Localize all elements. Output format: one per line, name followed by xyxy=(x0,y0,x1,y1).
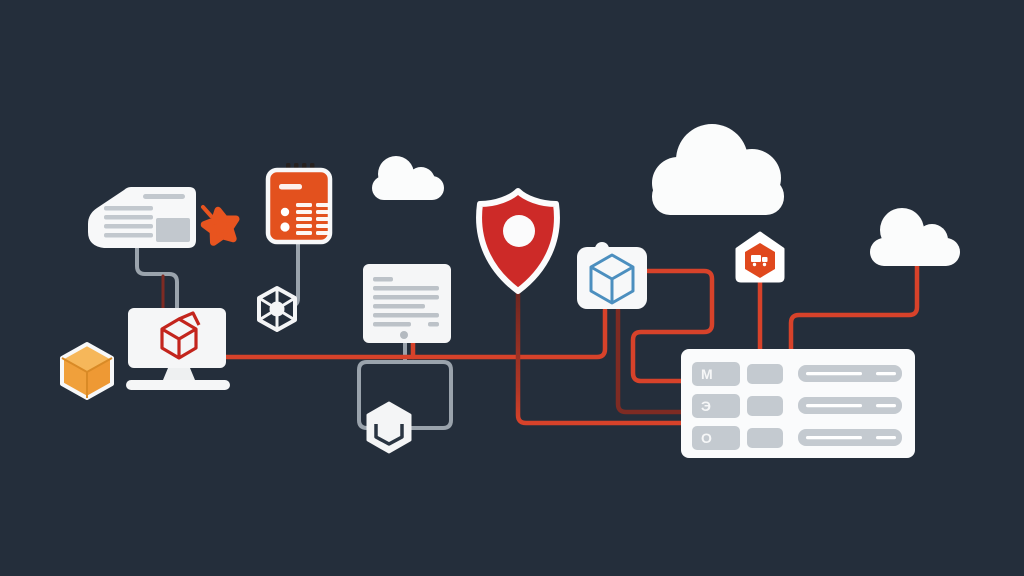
bullet-dot xyxy=(280,222,290,232)
connector-doccloud-monitor xyxy=(135,245,179,312)
spark-star-icon xyxy=(200,205,240,246)
monitor-neck xyxy=(163,368,195,380)
truck-glyph xyxy=(751,255,768,267)
text-line xyxy=(104,206,153,211)
cloud-small-left-icon xyxy=(372,156,444,200)
orange-cube-icon xyxy=(60,342,114,400)
blue-cube-icon xyxy=(589,253,635,305)
panel-row2-bar-dash-long xyxy=(806,404,862,408)
panel-row2-label: Э xyxy=(701,398,711,414)
delivery-badge-icon xyxy=(735,231,785,283)
document-cloud-icon xyxy=(88,187,196,248)
text-line xyxy=(104,224,153,229)
cloud-small-right-icon xyxy=(870,208,960,266)
text-lines xyxy=(373,277,439,327)
cloud-large-icon xyxy=(652,124,784,215)
connector-layer xyxy=(135,240,920,430)
package-cube-logo-icon xyxy=(160,311,201,360)
panel-row2-label-box xyxy=(692,394,740,418)
panel-row1-bar-dash-short xyxy=(876,372,896,376)
hub-node-icon xyxy=(257,286,297,332)
panel-row3-bar-dash-long xyxy=(806,436,862,440)
blue-cube-card xyxy=(577,242,647,309)
clipboard-chip-icon xyxy=(265,163,333,245)
connector-document-hexagon-loop xyxy=(357,360,453,430)
panel-row2-bar-dash-short xyxy=(876,404,896,408)
panel-row2-cell xyxy=(747,396,783,416)
server-panel: M Э O xyxy=(681,349,915,458)
panel-row1-label: M xyxy=(701,366,713,382)
connector-bluecube-panel-row1 xyxy=(630,268,715,384)
panel-row3-label: O xyxy=(701,430,712,446)
text-line xyxy=(104,215,153,220)
list-lines xyxy=(296,203,329,235)
panel-row3-bar-dash-short xyxy=(876,436,896,440)
panel-row1-bar-dash-long xyxy=(806,372,862,376)
monitor-base xyxy=(126,380,230,390)
shield-dot xyxy=(503,215,535,247)
monitor-icon xyxy=(126,308,230,390)
bullet-dot xyxy=(280,207,290,217)
panel-row1-label-box xyxy=(692,362,740,386)
shield-icon xyxy=(476,188,560,294)
connector-shield-panel-row3 xyxy=(515,290,686,426)
connector-monitor-bluecube xyxy=(223,307,608,360)
connector-bluecube-panel-row2 xyxy=(615,307,686,415)
panel-row3-cell xyxy=(747,428,783,448)
connector-cloud-panel xyxy=(788,261,920,354)
image-block xyxy=(156,218,190,242)
panel-row1-cell xyxy=(747,364,783,384)
panel-row3-label-box xyxy=(692,426,740,450)
document-dot xyxy=(400,331,408,339)
text-line xyxy=(104,233,153,238)
hexagon-node-icon xyxy=(366,401,412,454)
document-center-icon xyxy=(363,264,451,343)
header-line xyxy=(279,184,302,190)
text-line xyxy=(143,194,185,199)
